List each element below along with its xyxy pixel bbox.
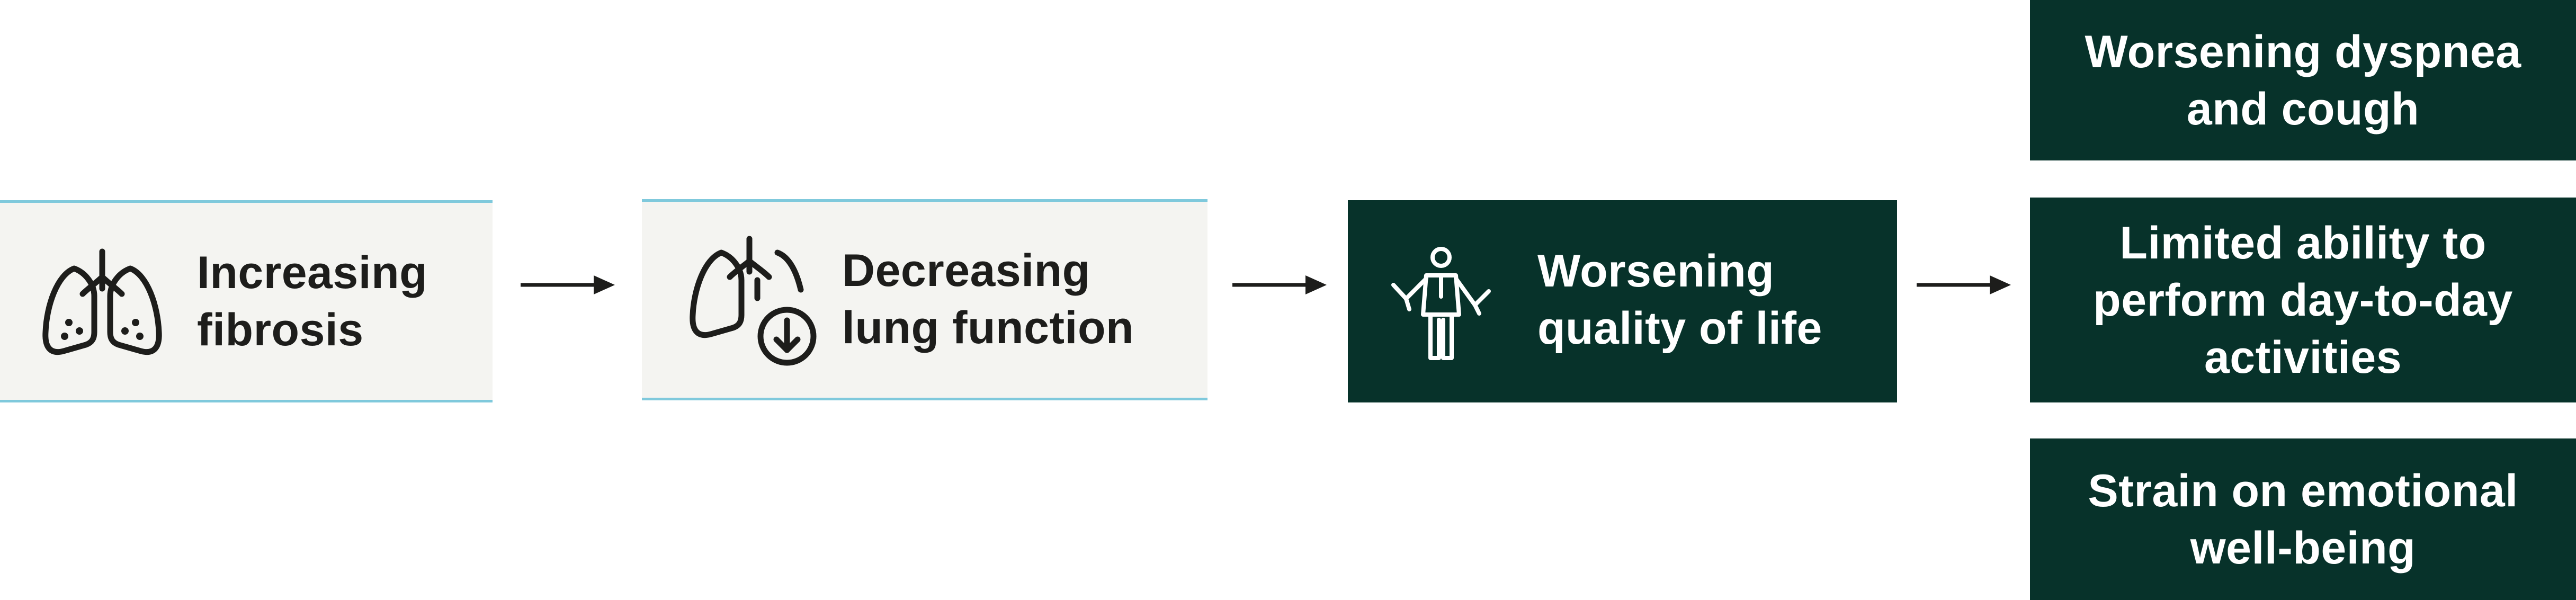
outcome-label-line: and cough bbox=[2186, 83, 2420, 135]
outcome-label: Worsening dyspnea and cough bbox=[2085, 23, 2521, 138]
lungs-down-arrow-icon bbox=[690, 236, 817, 366]
outcome-label: Limited ability to perform day-to-day ac… bbox=[2093, 214, 2513, 386]
lungs-icon bbox=[42, 248, 162, 355]
step-label-line: Decreasing bbox=[842, 245, 1090, 296]
arrow-right-icon bbox=[1917, 275, 2011, 294]
outcome-label-line: Limited ability to bbox=[2119, 217, 2486, 268]
step-increasing-fibrosis: Increasing fibrosis bbox=[0, 200, 493, 402]
outcome-label-line: well-being bbox=[2190, 522, 2416, 574]
outcome-limited-ability: Limited ability to perform day-to-day ac… bbox=[2030, 198, 2576, 402]
step-label: Increasing fibrosis bbox=[197, 244, 427, 359]
step-label-line: fibrosis bbox=[197, 305, 364, 355]
outcome-label-line: perform day-to-day bbox=[2093, 274, 2513, 326]
outcome-label: Strain on emotional well-being bbox=[2088, 462, 2518, 577]
step-label-line: quality of life bbox=[1537, 303, 1822, 354]
outcome-emotional-strain: Strain on emotional well-being bbox=[2030, 438, 2576, 600]
arrow-right-icon bbox=[521, 275, 615, 294]
outcome-worsening-dyspnea: Worsening dyspnea and cough bbox=[2030, 0, 2576, 160]
step-worsening-quality-of-life: Worsening quality of life bbox=[1348, 200, 1897, 402]
outcome-label-line: Worsening dyspnea bbox=[2085, 26, 2521, 77]
step-label-line: lung function bbox=[842, 302, 1134, 353]
outcome-label-line: Strain on emotional bbox=[2088, 465, 2518, 516]
outcome-label-line: activities bbox=[2204, 332, 2402, 383]
step-decreasing-lung-function: Decreasing lung function bbox=[642, 199, 1208, 400]
step-label-line: Worsening bbox=[1537, 246, 1775, 297]
step-label: Decreasing lung function bbox=[842, 242, 1134, 356]
person-icon bbox=[1391, 247, 1491, 360]
step-label: Worsening quality of life bbox=[1537, 243, 1822, 357]
step-label-line: Increasing bbox=[197, 247, 428, 298]
arrow-right-icon bbox=[1232, 275, 1327, 294]
